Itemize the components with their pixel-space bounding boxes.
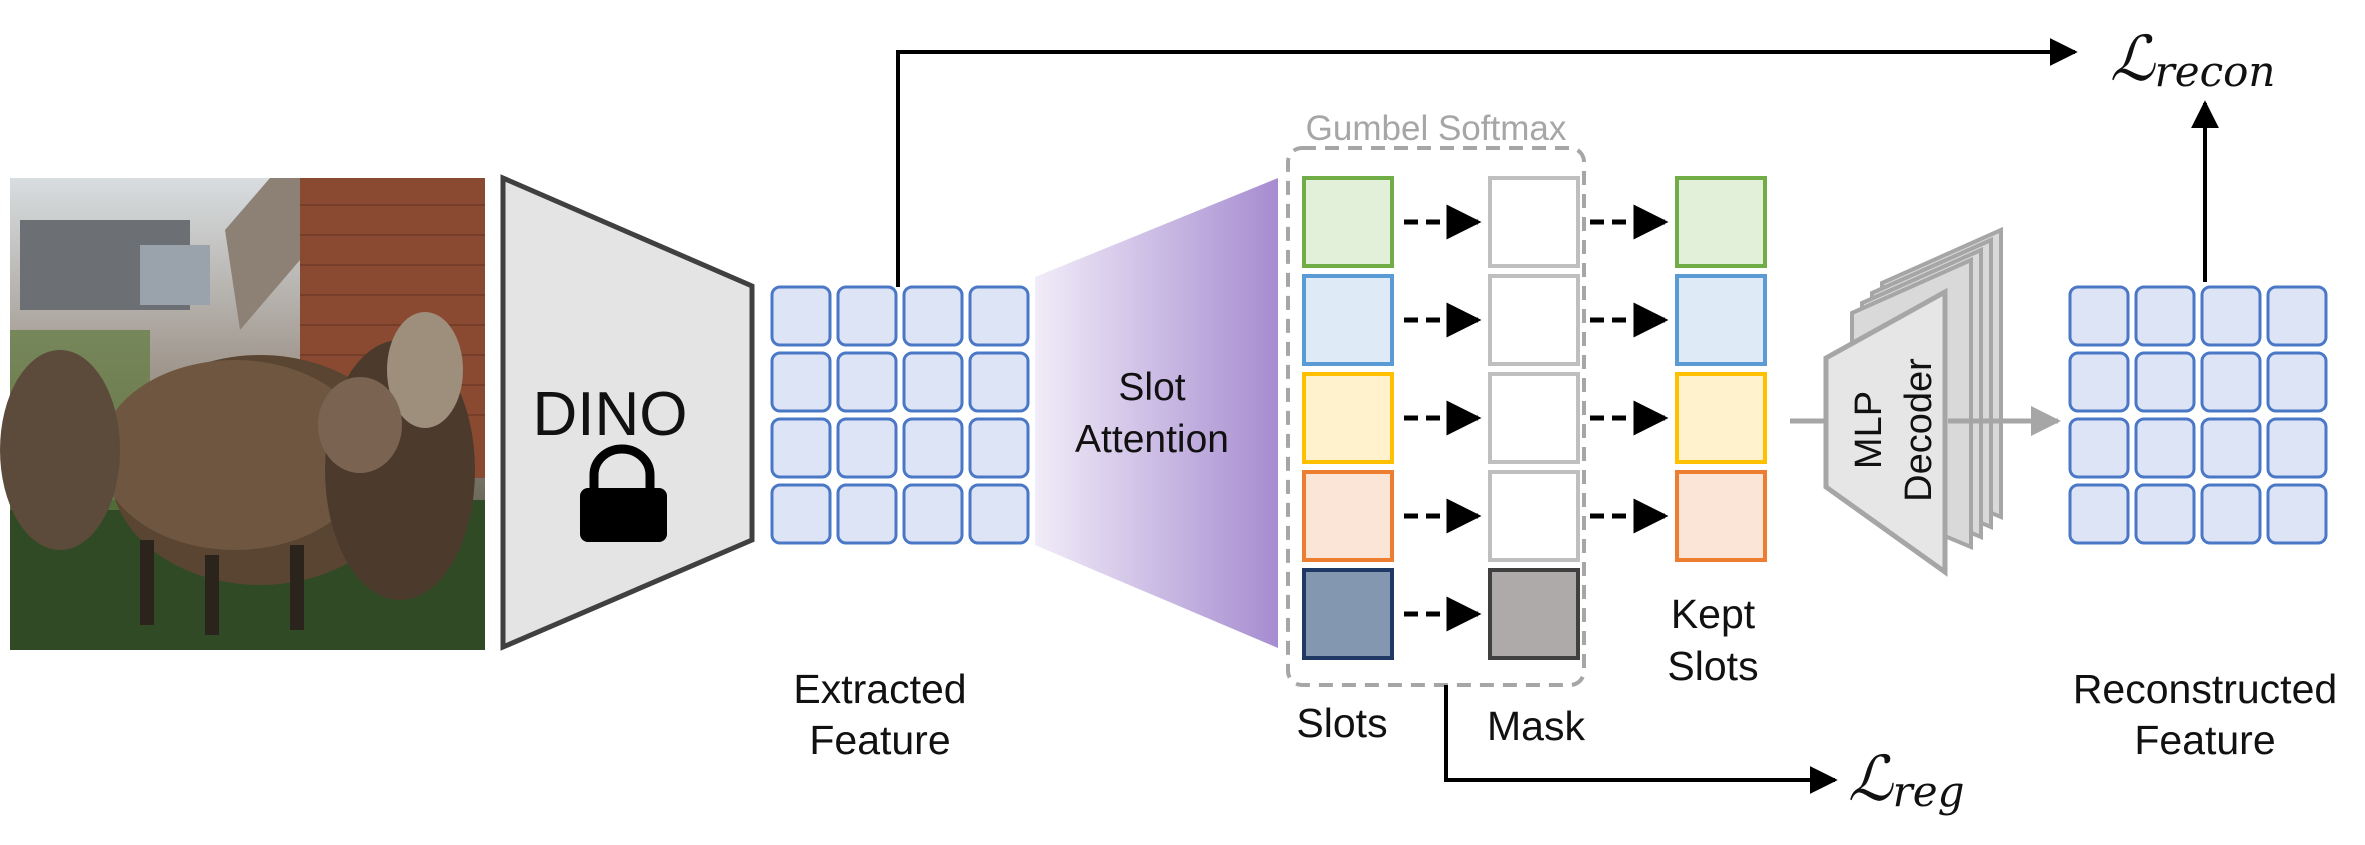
extracted-feature-label-line2: Feature [809,717,950,763]
extracted-feature-cell [968,483,1030,545]
mlp-decoder-label-line1: MLP [1848,391,1890,469]
reconstructed-feature-cell [2134,417,2196,479]
mask-box-1 [1488,176,1580,268]
kept-slot-box-2 [1675,274,1767,366]
slot-box-5 [1302,568,1394,660]
reconstructed-feature-label-line1: Reconstructed [2073,666,2337,712]
extracted-feature-cell [836,483,898,545]
mask-label: Mask [1487,703,1585,749]
reconstructed-feature-cell [2068,417,2130,479]
extracted-feature-cell [968,351,1030,413]
reconstructed-feature-cell [2200,351,2262,413]
slot-attention-block: Slot Attention [1035,178,1278,648]
mlp-decoder-label-line2: Decoder [1898,358,1940,502]
reg-loss-symbol: ℒ [1848,742,1894,815]
kept-slots-label-line1: Kept [1671,591,1756,637]
reg-loss-subscript: reg [1893,767,1965,816]
slot-attention-label-line2: Attention [1075,418,1229,461]
extracted-feature-cell [968,417,1030,479]
mask-box-2 [1488,274,1580,366]
reconstructed-feature-cell [2068,285,2130,347]
dino-encoder: DINO [500,174,755,651]
mask-box-5 [1488,568,1580,660]
mask-box-3 [1488,372,1580,464]
extracted-feature-grid [770,285,1030,545]
reconstructed-feature-cell [2200,483,2262,545]
extracted-feature-cell [902,417,964,479]
slot-rows [1302,176,1767,660]
slot-box-4 [1302,470,1394,562]
reg-loss-label: ℒreg [1848,742,1964,816]
mlp-decoder: MLP Decoder [1823,226,2003,577]
reconstructed-feature-label-line2: Feature [2134,717,2275,763]
extracted-feature-cell [968,285,1030,347]
extracted-feature-label-line1: Extracted [793,666,966,712]
extracted-feature-cell [770,417,832,479]
reconstructed-feature-cell [2266,417,2328,479]
gumbel-softmax-box [1286,146,1586,687]
reconstructed-feature-cell [2134,351,2196,413]
sheep-photo [0,178,485,650]
gumbel-softmax-label: Gumbel Softmax [1306,109,1567,148]
reconstructed-feature-cell [2068,351,2130,413]
slot-box-3 [1302,372,1394,464]
reconstructed-feature-cell [2134,285,2196,347]
arrow-to-reg-loss [1444,685,1838,794]
arrow-to-recon-loss [896,38,2078,287]
kept-slot-box-4 [1675,470,1767,562]
slots-label: Slots [1296,700,1387,746]
dino-label: DINO [533,380,688,449]
reconstructed-feature-cell [2200,285,2262,347]
reconstructed-feature-cell [2200,417,2262,479]
slot-attention-label-line1: Slot [1118,366,1185,409]
reconstructed-feature-cell [2266,483,2328,545]
recon-loss-symbol: ℒ [2110,22,2156,95]
extracted-feature-cell [770,351,832,413]
extracted-feature-cell [902,483,964,545]
extracted-feature-cell [836,285,898,347]
extracted-feature-cell [836,351,898,413]
reconstructed-feature-cell [2068,483,2130,545]
extracted-feature-cell [902,351,964,413]
extracted-feature-cell [770,285,832,347]
kept-slot-box-3 [1675,372,1767,464]
mask-box-4 [1488,470,1580,562]
reconstructed-feature-cell [2266,285,2328,347]
lock-icon [580,444,667,542]
extracted-feature-cell [770,483,832,545]
slot-box-1 [1302,176,1394,268]
reconstructed-feature-cell [2266,351,2328,413]
kept-slot-box-1 [1675,176,1767,268]
arrows [896,38,2219,794]
reconstructed-feature-cell [2134,483,2196,545]
slot-box-2 [1302,274,1394,366]
recon-loss-label: ℒrecon [2110,22,2275,96]
extracted-feature-cell [836,417,898,479]
reconstructed-feature-grid [2068,285,2328,545]
recon-loss-subscript: recon [2155,47,2276,96]
extracted-feature-cell [902,285,964,347]
kept-slots-label-line2: Slots [1667,643,1758,689]
